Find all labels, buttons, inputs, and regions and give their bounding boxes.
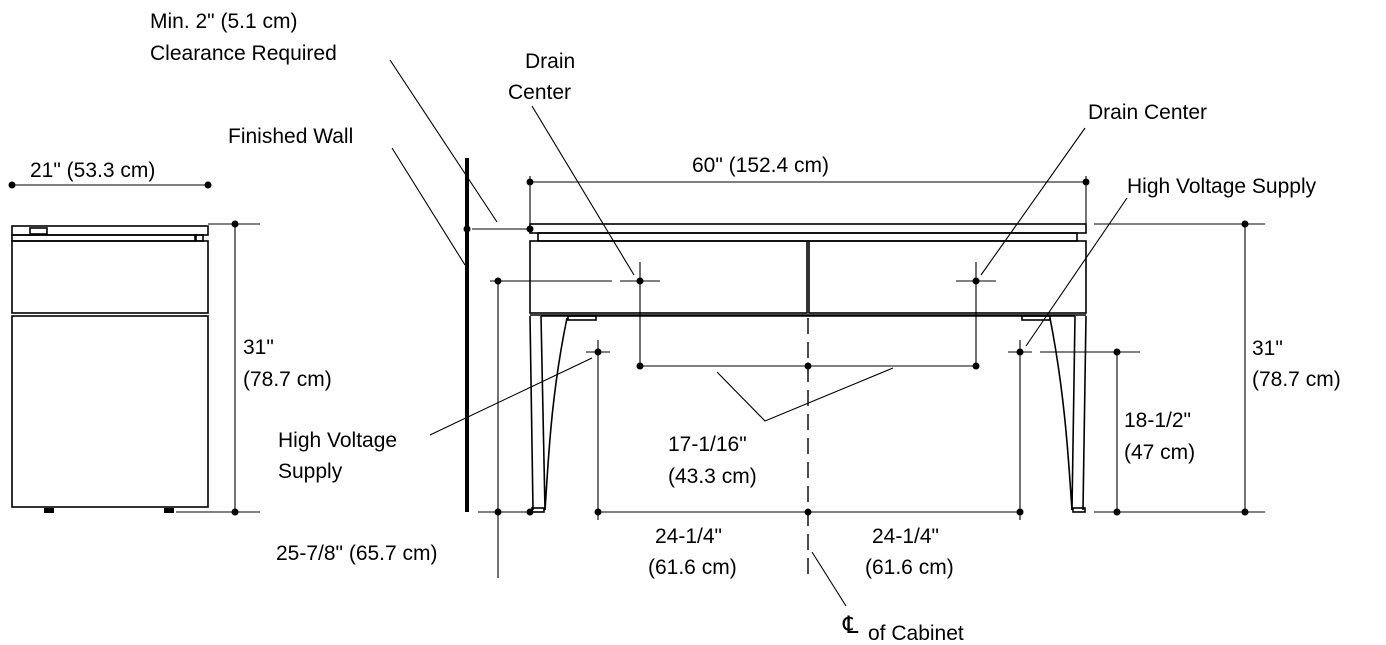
front-leg-left-inner — [540, 315, 546, 511]
hv-right-leader — [1025, 197, 1128, 347]
side-width-dim-end-right — [204, 181, 212, 189]
front-height-end-bottom — [1241, 508, 1249, 516]
drain-spacing-label-1: 17-1/16" — [668, 433, 747, 456]
clearance-label-2: Clearance Required — [150, 42, 337, 65]
drain-height-label: 25-7/8" (65.7 cm) — [276, 542, 438, 565]
front-leg-left-curve — [544, 317, 568, 511]
front-lip — [537, 232, 1078, 242]
front-drawer-right — [808, 240, 1087, 314]
half-left-label-1: 24-1/4" — [655, 525, 722, 548]
half-right-label-2: (61.6 cm) — [865, 556, 954, 579]
front-height-label-2: (78.7 cm) — [1252, 368, 1341, 391]
hv-left-label-1: High Voltage — [278, 429, 397, 452]
side-width-dim-label: 21" (53.3 cm) — [30, 159, 155, 182]
centerline-leader — [811, 551, 847, 607]
drain-spacing-label-2: (43.3 cm) — [668, 465, 757, 488]
drain-height-end-top — [494, 277, 502, 285]
centerline-label: of Cabinet — [868, 622, 964, 645]
finished-wall-leader — [391, 147, 466, 266]
hv-height-end-top — [1113, 348, 1121, 356]
side-foot-left — [44, 508, 54, 513]
drain-spacing-end-left — [636, 362, 644, 370]
hv-left-label-2: Supply — [278, 460, 343, 483]
side-hinge — [195, 234, 204, 242]
clearance-dim-end-wall — [463, 225, 471, 233]
front-countertop — [529, 223, 1087, 234]
drain-left-label-2: Center — [508, 81, 571, 104]
side-drawer-lower — [11, 315, 209, 508]
half-dim-end-center — [804, 508, 812, 516]
drain-right-center — [972, 277, 980, 285]
clearance-leader — [389, 59, 498, 223]
side-height-dim-label-1: 31" — [243, 336, 274, 359]
hv-height-label-2: (47 cm) — [1124, 441, 1195, 464]
drain-spacing-leader — [716, 367, 894, 422]
front-bracket-left — [567, 315, 597, 321]
hv-right-label: High Voltage Supply — [1127, 175, 1317, 198]
side-control-panel — [29, 227, 48, 235]
front-leg-right-curve — [1049, 317, 1073, 511]
half-dim-end-left — [594, 508, 602, 516]
hv-height-label-1: 18-1/2" — [1124, 409, 1191, 432]
side-lip — [11, 234, 196, 242]
side-foot-right — [164, 508, 174, 513]
front-leg-left-outer — [529, 315, 534, 511]
front-width-dim-label: 60" (152.4 cm) — [692, 154, 829, 177]
side-drawer-upper — [11, 240, 209, 314]
front-leg-right-outer — [1082, 315, 1087, 511]
front-height-label-1: 31" — [1252, 337, 1283, 360]
hv-right-point — [1016, 348, 1024, 356]
front-leg-right-inner — [1071, 315, 1076, 511]
drain-left-center — [636, 277, 644, 285]
drain-spacing-end-center — [804, 362, 812, 370]
side-height-dim-end-bottom — [231, 508, 239, 516]
side-width-dim-end-left — [8, 181, 16, 189]
finished-wall-label: Finished Wall — [228, 125, 353, 148]
front-width-dim-end-right — [1082, 178, 1090, 186]
front-height-end-top — [1241, 220, 1249, 228]
half-dim-end-right — [1016, 508, 1024, 516]
half-left-label-2: (61.6 cm) — [648, 556, 737, 579]
front-foot-right — [1072, 507, 1086, 513]
clearance-dim-end-cabinet — [526, 225, 534, 233]
hv-left-point — [594, 348, 602, 356]
hv-height-end-bottom — [1113, 508, 1121, 516]
drain-spacing-end-right — [972, 362, 980, 370]
hv-left-leader — [429, 357, 593, 436]
centerline-symbol: ℄ — [842, 612, 859, 639]
front-foot-left — [531, 507, 545, 513]
front-width-dim-end-left — [526, 178, 534, 186]
cabinet-floor-point — [526, 508, 534, 516]
front-view — [529, 223, 1087, 578]
side-height-dim-label-2: (78.7 cm) — [243, 368, 332, 391]
side-height-dim-end-top — [231, 220, 239, 228]
drain-left-label-1: Drain — [525, 50, 575, 73]
front-drawer-left — [529, 240, 808, 314]
clearance-label-1: Min. 2" (5.1 cm) — [150, 10, 297, 33]
side-view: 21" (53.3 cm) 31" (78.7 cm) — [8, 159, 332, 516]
drain-right-leader — [980, 127, 1086, 276]
drain-left-leader — [531, 105, 635, 276]
half-right-label-1: 24-1/4" — [872, 525, 939, 548]
drain-right-label: Drain Center — [1088, 101, 1207, 124]
